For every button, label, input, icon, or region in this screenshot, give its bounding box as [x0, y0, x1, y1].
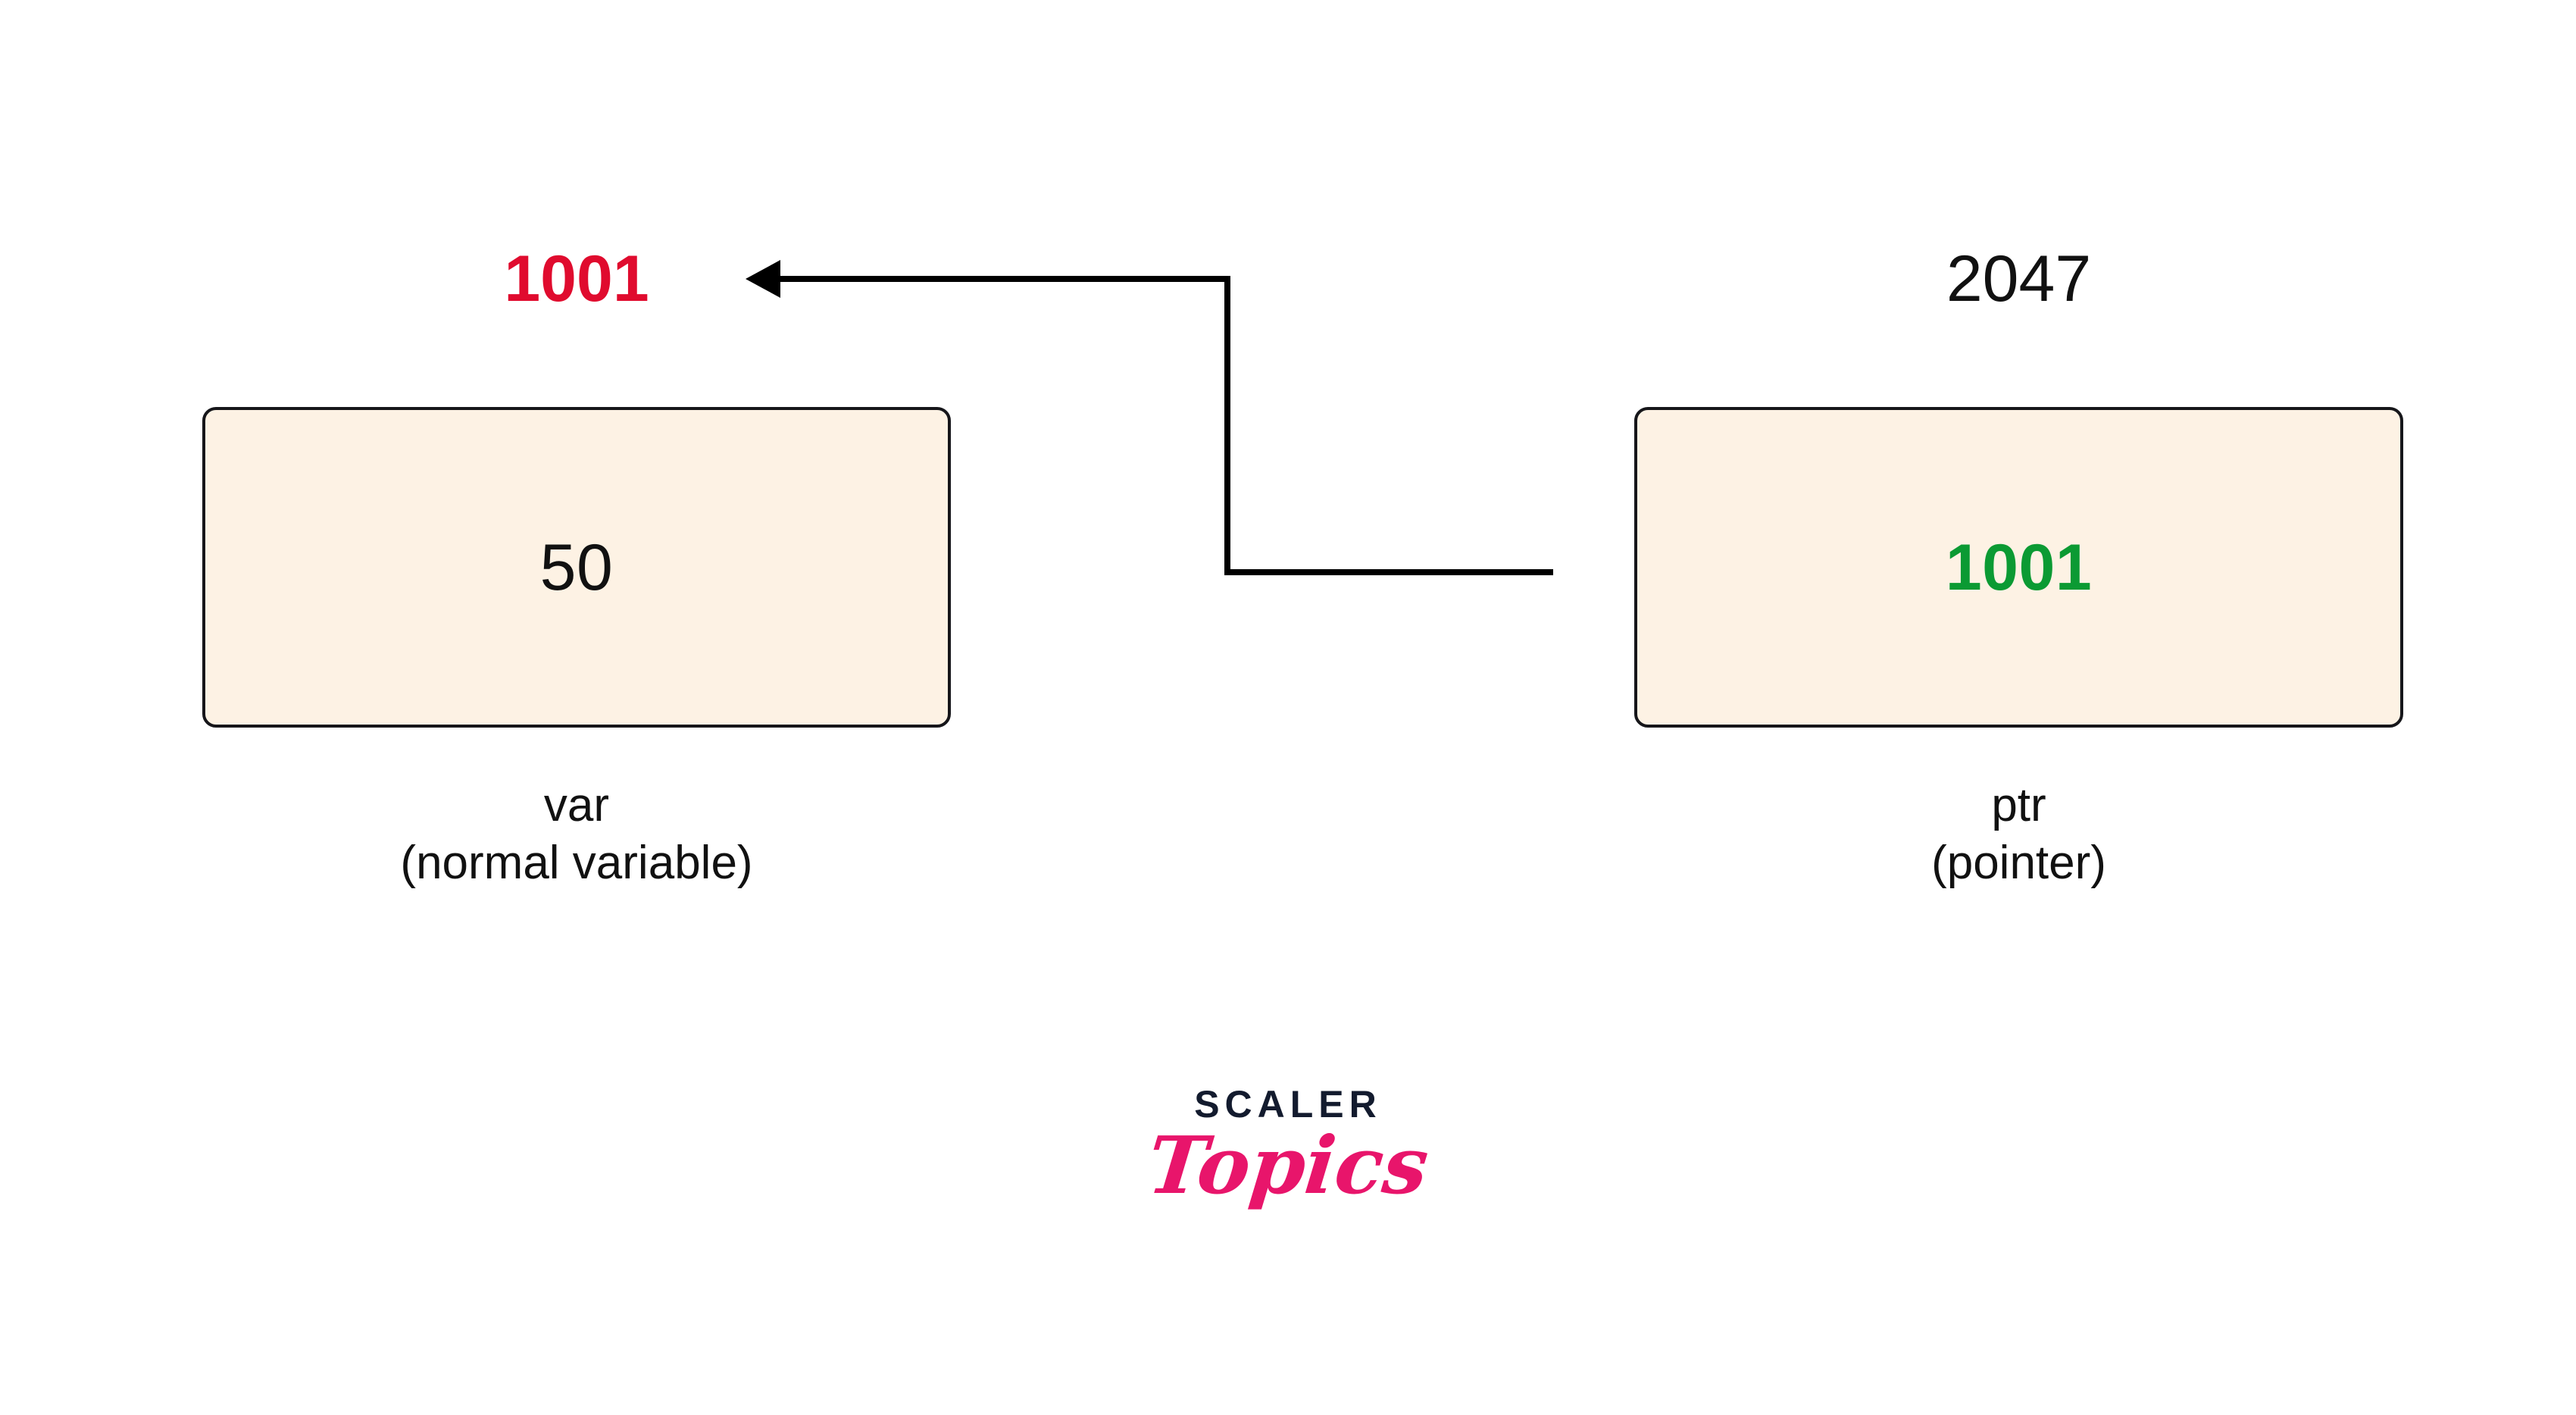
logo-wordmark-topics: Topics: [1143, 1119, 1433, 1212]
var-memory-box: 50: [202, 407, 951, 728]
ptr-memory-box: 1001: [1634, 407, 2403, 728]
var-caption-subtitle: (normal variable): [400, 836, 753, 889]
var-caption-name: var: [543, 779, 610, 831]
ptr-stored-value: 1001: [1945, 531, 2093, 604]
ptr-caption: ptr (pointer): [1634, 777, 2403, 891]
var-address-label: 1001: [504, 243, 649, 315]
scaler-topics-logo: SCALER Topics: [0, 1083, 2576, 1212]
var-caption: var (normal variable): [202, 777, 951, 891]
ptr-address-label: 2047: [1946, 243, 2092, 315]
var-stored-value: 50: [539, 531, 614, 604]
ptr-caption-subtitle: (pointer): [1931, 836, 2106, 889]
ptr-caption-name: ptr: [1991, 779, 2046, 831]
logo-wordmark-scaler: SCALER: [1194, 1083, 1382, 1125]
